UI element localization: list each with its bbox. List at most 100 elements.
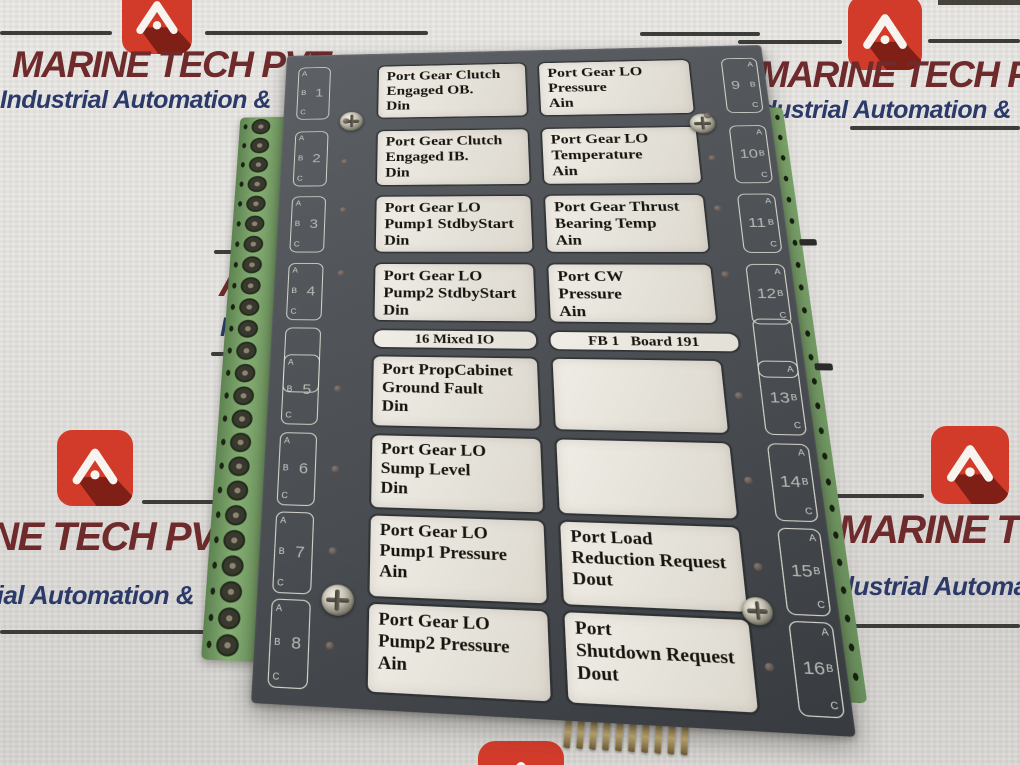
terminal-number-box-right: A B C 13 (756, 360, 808, 436)
terminal-number: 1 (314, 86, 324, 100)
io-row: A B C 3 Port Gear LO Pump1 StdbyStart Di… (276, 193, 789, 253)
terminal-number: 14 (778, 472, 802, 492)
io-label-plate: Port Shutdown Request Dout (563, 610, 760, 714)
terminal-number: 11 (747, 215, 767, 231)
terminal-number: 2 (312, 151, 321, 166)
terminal-number: 16 (801, 657, 827, 680)
terminal-number: 5 (302, 380, 312, 398)
wire-stub (814, 363, 834, 371)
io-label-plate-blank (551, 357, 730, 434)
terminal-letter-b: B (294, 219, 301, 228)
marine-tech-logo-icon (122, 0, 192, 54)
io-label-plate: Port Load Reduction Request Dout (558, 520, 749, 614)
watermark-rule (640, 32, 760, 36)
watermark-tagline-text: Industrial Automation & (0, 86, 271, 114)
rivet-dot (753, 562, 764, 571)
io-terminal-board: A B C 1 Port Gear Clutch Engaged OB. Din… (201, 44, 868, 756)
watermark-brand-text: MARINE TECH PVT (838, 508, 1020, 552)
terminal-number-box-left: A B C 6 (276, 432, 318, 507)
io-label-plate: Port Gear Clutch Engaged IB. Din (375, 128, 531, 186)
io-label-plate: Port PropCabinet Ground Fault Din (371, 355, 541, 430)
terminal-letter-a: A (797, 448, 806, 458)
terminal-letter-a: A (755, 128, 763, 137)
terminal-letter-b: B (758, 149, 766, 158)
terminal-letter-b: B (273, 636, 281, 648)
terminal-letter-a: A (773, 267, 782, 277)
terminal-letter-b: B (301, 89, 307, 97)
terminal-number: 3 (309, 216, 319, 232)
terminal-number-box-right: A B C 12 (745, 263, 793, 325)
watermark-rule (850, 126, 1020, 130)
terminal-letter-c: C (751, 101, 759, 109)
terminal-letter-a: A (283, 436, 291, 446)
terminal-number-box-right: A B C 9 (720, 57, 764, 114)
marine-tech-logo-icon (57, 430, 133, 506)
marine-tech-logo-icon (931, 426, 1009, 504)
terminal-letter-c: C (829, 700, 840, 712)
terminal-letter-c: C (285, 410, 292, 420)
terminal-letter-b: B (776, 289, 785, 298)
terminal-number: 15 (789, 561, 814, 582)
io-row: A B C 5 Port PropCabinet Ground Fault Di… (267, 354, 815, 436)
terminal-letter-c: C (290, 307, 297, 316)
terminal-letter-c: C (272, 671, 280, 683)
terminal-letter-a: A (764, 197, 772, 206)
io-label-plate: Port Gear Thrust Bearing Temp Ain (543, 193, 710, 253)
watermark-rule (738, 40, 842, 44)
terminal-number: 12 (755, 285, 778, 302)
terminal-letter-a: A (786, 364, 795, 374)
terminal-number-box-right: A B C 16 (788, 620, 846, 719)
watermark-rule (0, 630, 252, 634)
terminal-letter-c: C (760, 170, 769, 179)
terminal-letter-c: C (769, 240, 778, 249)
terminal-letter-c: C (293, 240, 300, 249)
watermark-rule (928, 39, 1020, 43)
rivet-dot (734, 392, 744, 400)
marine-tech-logo-icon (848, 0, 922, 70)
terminal-letter-a: A (292, 266, 299, 275)
terminal-letter-c: C (793, 420, 802, 431)
terminal-letter-a: A (820, 626, 830, 638)
terminal-number-box-left: A B C 3 (289, 196, 327, 253)
terminal-letter-c: C (816, 599, 826, 611)
photo-edge-artifact (938, 0, 1020, 5)
terminal-letter-c: C (300, 108, 306, 116)
io-label-plate: Port Gear LO Pump2 Pressure Ain (366, 602, 553, 703)
terminal-letter-b: B (291, 286, 298, 295)
rivet-dot (743, 476, 754, 485)
io-label-plate: Port Gear LO Pump1 Pressure Ain (368, 514, 549, 605)
terminal-letter-b: B (790, 392, 798, 402)
rivet-dot (713, 205, 723, 212)
terminal-letter-c: C (281, 490, 289, 501)
terminal-number-box-left: A B C 1 (296, 66, 332, 120)
io-label-plate: Port CW Pressure Ain (547, 263, 718, 324)
terminal-number: 6 (298, 460, 309, 478)
terminal-letter-b: B (801, 476, 810, 487)
io-row: A B C 4 Port Gear LO Pump2 StdbyStart Di… (272, 262, 799, 325)
io-label-plate: Port Gear LO Temperature Ain (540, 126, 703, 185)
terminal-number: 4 (306, 283, 316, 299)
terminal-letter-b: B (825, 663, 835, 675)
terminal-number-box-left: A B C 7 (272, 511, 315, 595)
terminal-number-box-left: A B C 4 (285, 262, 324, 321)
rivet-dot (703, 112, 712, 119)
terminal-letter-b: B (767, 218, 775, 227)
terminal-number: 7 (294, 543, 306, 562)
rivet-dot (764, 662, 775, 672)
terminal-letter-a: A (279, 515, 287, 526)
terminal-number: 8 (290, 633, 302, 654)
rivet-dot (721, 271, 730, 278)
terminal-letter-b: B (286, 384, 293, 393)
terminal-letter-a: A (808, 533, 817, 544)
watermark-rule (205, 31, 428, 35)
terminal-number: 9 (730, 78, 741, 93)
watermark-rule (836, 624, 1020, 628)
terminal-letter-c: C (804, 506, 814, 517)
marine-tech-logo-icon (478, 741, 564, 765)
terminal-number: 10 (738, 146, 759, 162)
terminal-number-box-right: A B C 10 (728, 125, 774, 184)
io-label-plate: Port Gear Clutch Engaged OB. Din (377, 62, 528, 119)
terminal-number-box-right: A B C 15 (776, 527, 832, 617)
